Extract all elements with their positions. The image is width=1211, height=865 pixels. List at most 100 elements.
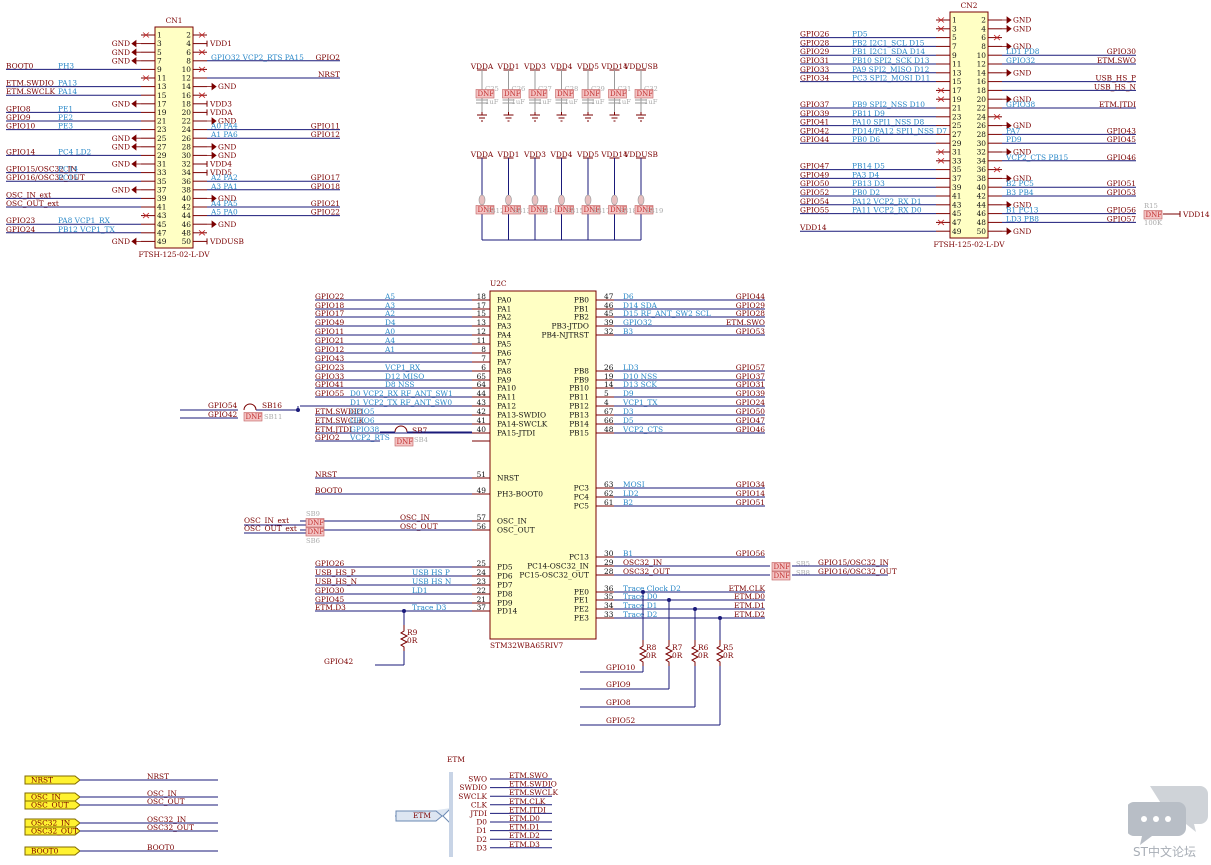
u2c-fn-label: Trace D0 [623,592,658,601]
solder-bridge-icon [243,403,257,411]
cn1-pin-num: 48 [182,228,192,237]
r15-dnf [1143,210,1163,220]
cn2-pin-num: 30 [977,139,987,148]
cap-dnf [608,89,627,99]
cn1-pin-num: 46 [182,220,192,229]
u2c-pin-num: 4 [604,398,609,407]
cap-ref: C31 [618,85,632,93]
u2c-fn-label: D0 VCP2_RX RF_ANT_SW1 [350,389,453,398]
cn2-fn-label: PB0 D6 [852,135,880,144]
cn1-pin-num: 3 [157,39,162,48]
sb-dnf-label: DNF [557,206,574,214]
etm-port-label: ETM [413,811,431,820]
cn2-net-label: VDD14 [799,223,827,232]
sb-dnf [634,205,654,215]
cn2-body [949,11,989,239]
cn1-gnd-label: GND [218,82,236,91]
cn2-fn-label: PA7 [1006,126,1021,135]
u2c-net-label: OSC32_OUT [623,567,670,576]
cn1-pin-num: 16 [182,91,192,100]
sb-ref: SB12 [486,207,504,215]
u2c-pin-name: PC15-OSC32_OUT [519,571,589,580]
u2c-pin-num: 6 [481,363,486,372]
sb-ref: SB13 [513,207,531,215]
cn2-fn-label: PC3 SPI2_MOSI D11 [852,74,930,83]
u2c-pin-num: 63 [604,480,614,489]
cn2-net-label: GPIO26 [800,30,830,39]
cn1-pin-num: 27 [157,142,167,151]
cn2-net-label: GPIO29 [800,47,830,56]
u2c-net-label: GPIO14 [736,489,766,498]
ground-symbol [131,160,141,168]
ground-icon [1002,121,1012,130]
r-net-label: GPIO52 [606,716,635,725]
u2c-pin-name: PB2 [574,313,589,322]
u2c-net-label: GPIO49 [315,318,345,327]
u2c-net-label: GPIO24 [736,398,766,407]
u2c-net-label: GPIO28 [736,309,766,318]
sb-net-label: VDD1 [497,150,520,159]
u2c-pin-name: PE0 [574,588,589,597]
no-connect-icon [198,229,206,236]
solder-bridge-icon [531,194,539,206]
u2c-pin-name: PA14-SWCLK [497,420,548,429]
r-net-label: GPIO9 [606,680,631,689]
no-connect-icon [993,166,1001,173]
cap-dnf [528,89,548,99]
cn1-net-label: BOOT0 [6,61,34,70]
cap-dnf [634,89,654,99]
r5-body [638,640,648,668]
ground-symbol [131,134,141,142]
port-label: BOOT0 [31,847,59,856]
cn1-pin-num: 32 [182,160,191,169]
u2c-pin-num: 49 [477,486,487,495]
cn1-fn-label: A3 PA1 [210,182,238,191]
cn2-pin-num: 42 [977,192,986,201]
cn1-pin-num: 33 [157,168,167,177]
cap-ref: C29 [591,85,605,93]
cn1-pin-num: 20 [182,108,192,117]
sb-net-label: VDDUSB [623,150,658,159]
cn1-net-label: GPIO17 [311,173,341,182]
etm-pin: D1 [476,826,487,835]
cap-value: 1uF [538,98,552,106]
r9-value: 0R [407,636,418,645]
port-label: OSC32_OUT [31,827,78,836]
cn1-fn-label: PB12 VCP1_TX [58,225,115,234]
port-net: NRST [147,772,169,781]
r5-ref: R8 [646,643,657,652]
u2c-pin-name: PD7 [497,581,513,590]
u2c-pin-name: PA13-SWDIO [497,411,546,420]
u2c-pin-num: 67 [604,407,614,416]
u2c-net-label: GPIO41 [315,380,344,389]
cn1-pin-num: 30 [182,151,192,160]
no-connect-icon [937,25,945,32]
cn2-pin-num: 27 [952,130,962,139]
cn2-fn-label: LD3 PB8 [1006,214,1039,223]
u2c-pin-num: 57 [477,513,487,522]
cn1-net-label: GPIO8 [6,104,31,113]
cn1-pin-num: 17 [157,99,167,108]
u2c-pin-name: OSC_IN [497,517,527,526]
cn2-fn-label: PA11 VCP2_RX D0 [852,206,922,215]
cn2-pin-num: 50 [977,227,987,236]
etm-port-arrow [395,810,443,822]
r-net-label: GPIO8 [606,698,631,707]
u2c-fn-label: B3 [623,327,633,336]
etm-pin: SWCLK [458,792,487,801]
sb8-dnf-label: DNF [774,572,791,580]
sb16-ref: SB16 [262,401,282,410]
ground-symbol [131,39,141,48]
u2c-pin-name: PB12 [569,402,589,411]
no-connect-icon [142,75,150,81]
cn2-gnd-label: GND [1013,148,1031,157]
cn2-pin-num: 2 [981,16,986,25]
ground-icon [1002,16,1012,24]
cn2-pin-num: 13 [952,68,962,77]
cn1-fn-label: PE3 [58,122,73,131]
u2c-fn-label: A0 [384,327,395,336]
etm-net: ETM.SWDIO [509,780,557,789]
ground-icon [1002,201,1012,209]
cn1-net-label: ETM.SWCLK [6,87,55,96]
u2c-net-label: OSC_IN [400,513,430,522]
